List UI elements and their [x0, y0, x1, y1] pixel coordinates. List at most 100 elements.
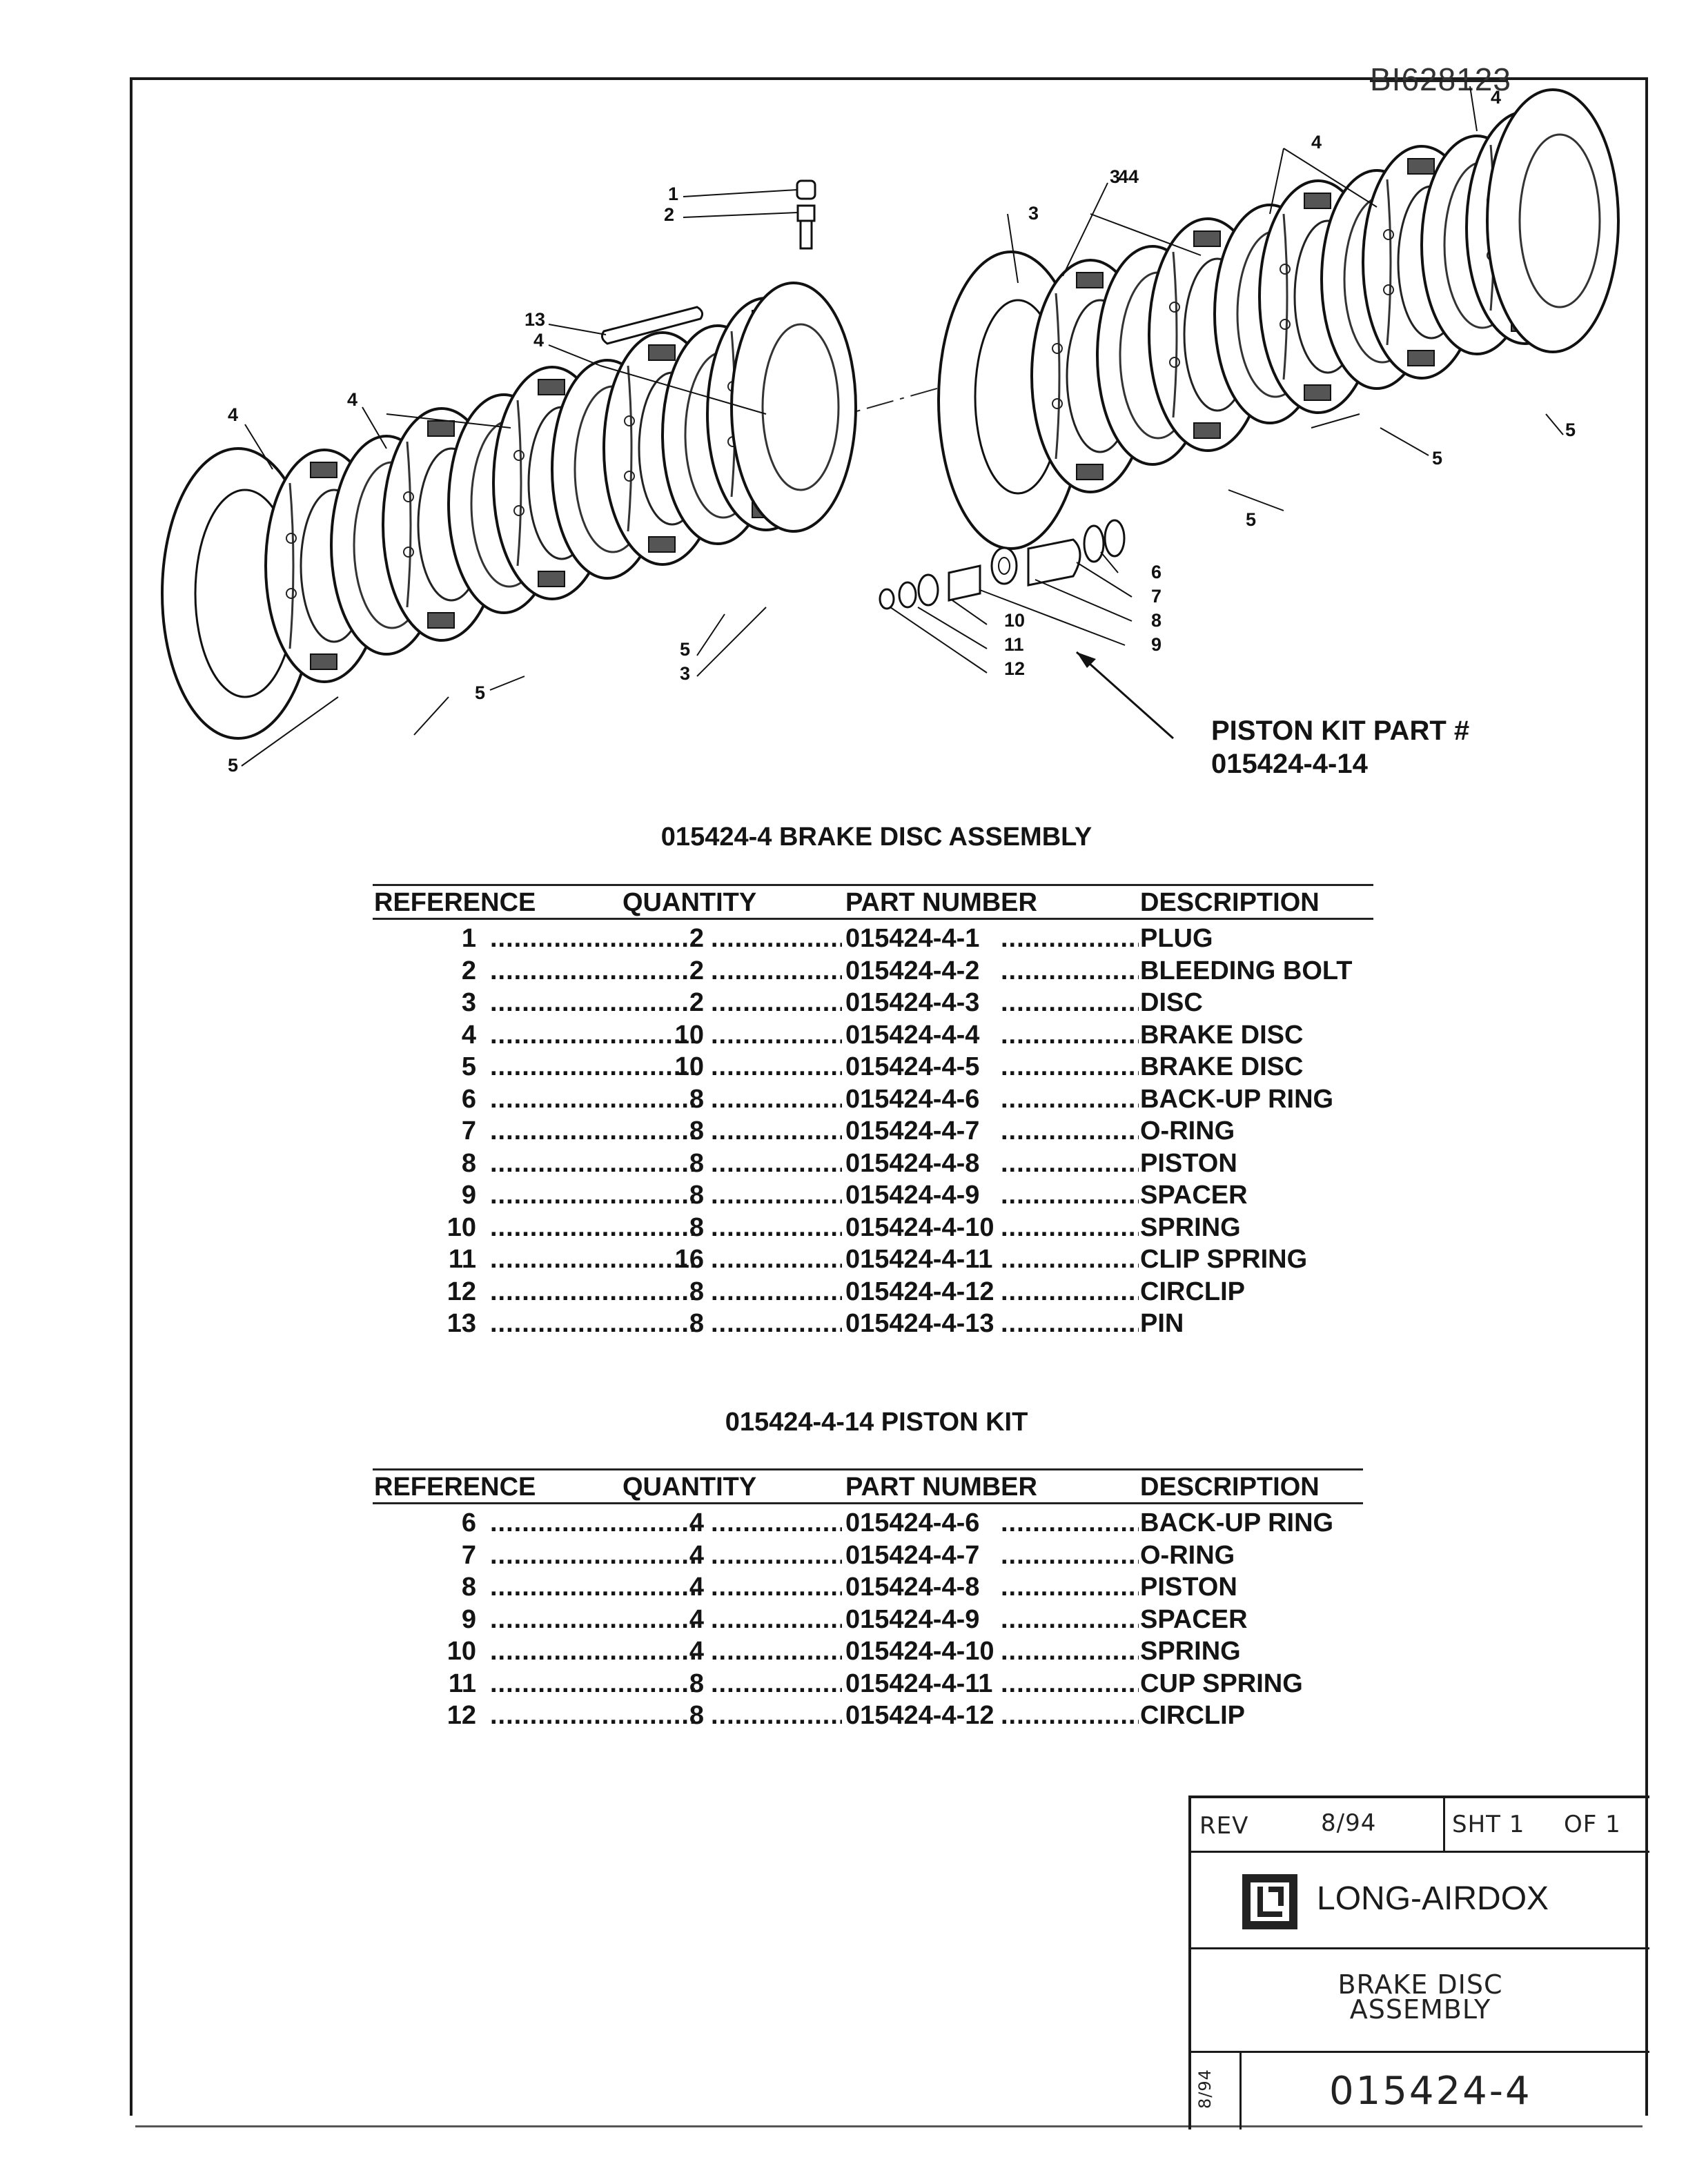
piston-kit-note-line2: 015424-4-14: [1211, 749, 1368, 779]
leader-dots: ........................................…: [490, 1020, 697, 1050]
pin-part: [600, 306, 704, 345]
leader-dots: ........................................…: [1001, 1020, 1139, 1050]
leader-dots: ........................................…: [1001, 1245, 1139, 1274]
cell-reference: 6: [461, 1508, 476, 1537]
cell-description: PLUG: [1140, 924, 1213, 953]
sheet-number: SHT 1: [1452, 1811, 1525, 1838]
table-row: 10......................................…: [373, 1213, 1380, 1245]
callout-7: 7: [1151, 586, 1161, 607]
table-row: 13......................................…: [373, 1309, 1380, 1341]
table-row: 12......................................…: [373, 1277, 1380, 1309]
leader-dots: ........................................…: [1001, 1052, 1139, 1081]
header-part-number: PART NUMBER: [845, 888, 1037, 917]
leader-dots: ........................................…: [1001, 1540, 1139, 1570]
cell-description: O-RING: [1140, 1540, 1235, 1570]
company-name: LONG-AIRDOX: [1317, 1880, 1549, 1917]
rev-label: REV: [1199, 1812, 1249, 1840]
table-row: 5.......................................…: [373, 1052, 1380, 1084]
callout-5-f: 5: [1565, 420, 1576, 440]
cell-quantity: 10: [674, 1052, 704, 1081]
leader-dots: ........................................…: [711, 956, 842, 985]
leader-dots: ........................................…: [1001, 1701, 1139, 1730]
leader-dots: ........................................…: [1001, 988, 1139, 1017]
company-logo-icon: [1242, 1874, 1297, 1929]
leader-dots: ........................................…: [711, 1573, 842, 1602]
leader-dots: ........................................…: [1001, 1277, 1139, 1306]
tb-rule: [1443, 1798, 1445, 1851]
leader-dots: ........................................…: [711, 924, 842, 953]
assembly-table-title: 015424-4 BRAKE DISC ASSEMBLY: [660, 823, 1092, 852]
cell-quantity: 8: [689, 1116, 704, 1145]
cell-description: BACK-UP RING: [1140, 1084, 1334, 1114]
cell-part-number: 015424-4-6: [845, 1508, 980, 1537]
cell-reference: 9: [461, 1181, 476, 1210]
leader-dots: ........................................…: [490, 1148, 697, 1178]
cell-description: BRAKE DISC: [1140, 1020, 1304, 1050]
table-row: 9.......................................…: [373, 1181, 1380, 1212]
cell-description: PIN: [1140, 1309, 1184, 1338]
table-rule-header: [373, 1502, 1363, 1504]
cell-reference: 8: [461, 1148, 476, 1178]
leader-dots: ........................................…: [490, 1540, 697, 1570]
leader-dots: ........................................…: [490, 1309, 697, 1338]
tb-rule: [1191, 2051, 1649, 2053]
cell-quantity: 16: [674, 1245, 704, 1274]
header-reference: REFERENCE: [374, 1473, 536, 1502]
cell-quantity: 2: [689, 988, 704, 1017]
cell-reference: 11: [448, 1245, 476, 1274]
leader-dots: ........................................…: [1001, 1181, 1139, 1210]
leader-dots: ........................................…: [490, 1052, 697, 1081]
leader-dots: ........................................…: [711, 1508, 842, 1537]
cell-part-number: 015424-4-6: [845, 1084, 980, 1114]
tb-rule: [1239, 2051, 1242, 2129]
cell-part-number: 015424-4-7: [845, 1540, 980, 1570]
callout-5-b: 5: [475, 682, 485, 703]
callout-3-right: 3: [1028, 203, 1039, 224]
leader-dots: ........................................…: [1001, 924, 1139, 953]
callout-12: 12: [1004, 658, 1025, 679]
leader-dots: ........................................…: [490, 1573, 697, 1602]
cell-quantity: 2: [689, 956, 704, 985]
leader-dots: ........................................…: [1001, 1669, 1139, 1698]
cell-description: SPRING: [1140, 1637, 1241, 1666]
table-row: 9.......................................…: [373, 1605, 1380, 1637]
leader-lines: [241, 86, 1564, 767]
leader-dots: ........................................…: [1001, 1084, 1139, 1114]
leader-dots: ........................................…: [490, 1604, 697, 1634]
cell-reference: 12: [447, 1701, 476, 1730]
cell-part-number: 015424-4-11: [845, 1669, 993, 1698]
cell-reference: 10: [447, 1212, 476, 1242]
cell-quantity: 8: [689, 1084, 704, 1114]
leader-dots: ........................................…: [711, 1245, 842, 1274]
piston-kit-table: REFERENCE QUANTITY PART NUMBER DESCRIPTI…: [373, 1464, 1380, 1740]
leader-dots: ........................................…: [490, 1116, 697, 1145]
callout-4-f: 4: [1491, 87, 1501, 108]
cell-description: BACK-UP RING: [1140, 1508, 1334, 1537]
cell-reference: 5: [461, 1052, 476, 1081]
cell-part-number: 015424-4-9: [845, 1181, 980, 1210]
cell-part-number: 015424-4-12: [845, 1277, 994, 1306]
drawing-frame: [130, 77, 1648, 2116]
table-row: 6.......................................…: [373, 1085, 1380, 1116]
table-row: 1.......................................…: [373, 924, 1380, 956]
cell-part-number: 015424-4-1: [845, 924, 980, 953]
cell-reference: 8: [461, 1573, 476, 1602]
cell-reference: 11: [448, 1669, 476, 1698]
table-row: 8.......................................…: [373, 1573, 1380, 1604]
cell-description: O-RING: [1140, 1116, 1235, 1145]
table-row: 7.......................................…: [373, 1541, 1380, 1573]
table-row: 7.......................................…: [373, 1116, 1380, 1148]
leader-dots: ........................................…: [711, 1148, 842, 1178]
header-quantity: QUANTITY: [623, 1473, 757, 1502]
rev-date: 8/94: [1321, 1809, 1377, 1837]
leader-dots: ........................................…: [1001, 956, 1139, 985]
cell-part-number: 015424-4-3: [845, 988, 980, 1017]
leader-dots: ........................................…: [490, 1245, 697, 1274]
header-quantity: QUANTITY: [623, 888, 757, 917]
cell-description: CUP SPRING: [1140, 1669, 1303, 1698]
cell-reference: 3: [461, 988, 476, 1017]
leader-dots: ........................................…: [711, 1277, 842, 1306]
drawing-title-line1: BRAKE DISC: [1337, 1969, 1503, 2000]
right-disc-stack: [937, 88, 1620, 550]
cell-description: SPRING: [1140, 1212, 1241, 1242]
